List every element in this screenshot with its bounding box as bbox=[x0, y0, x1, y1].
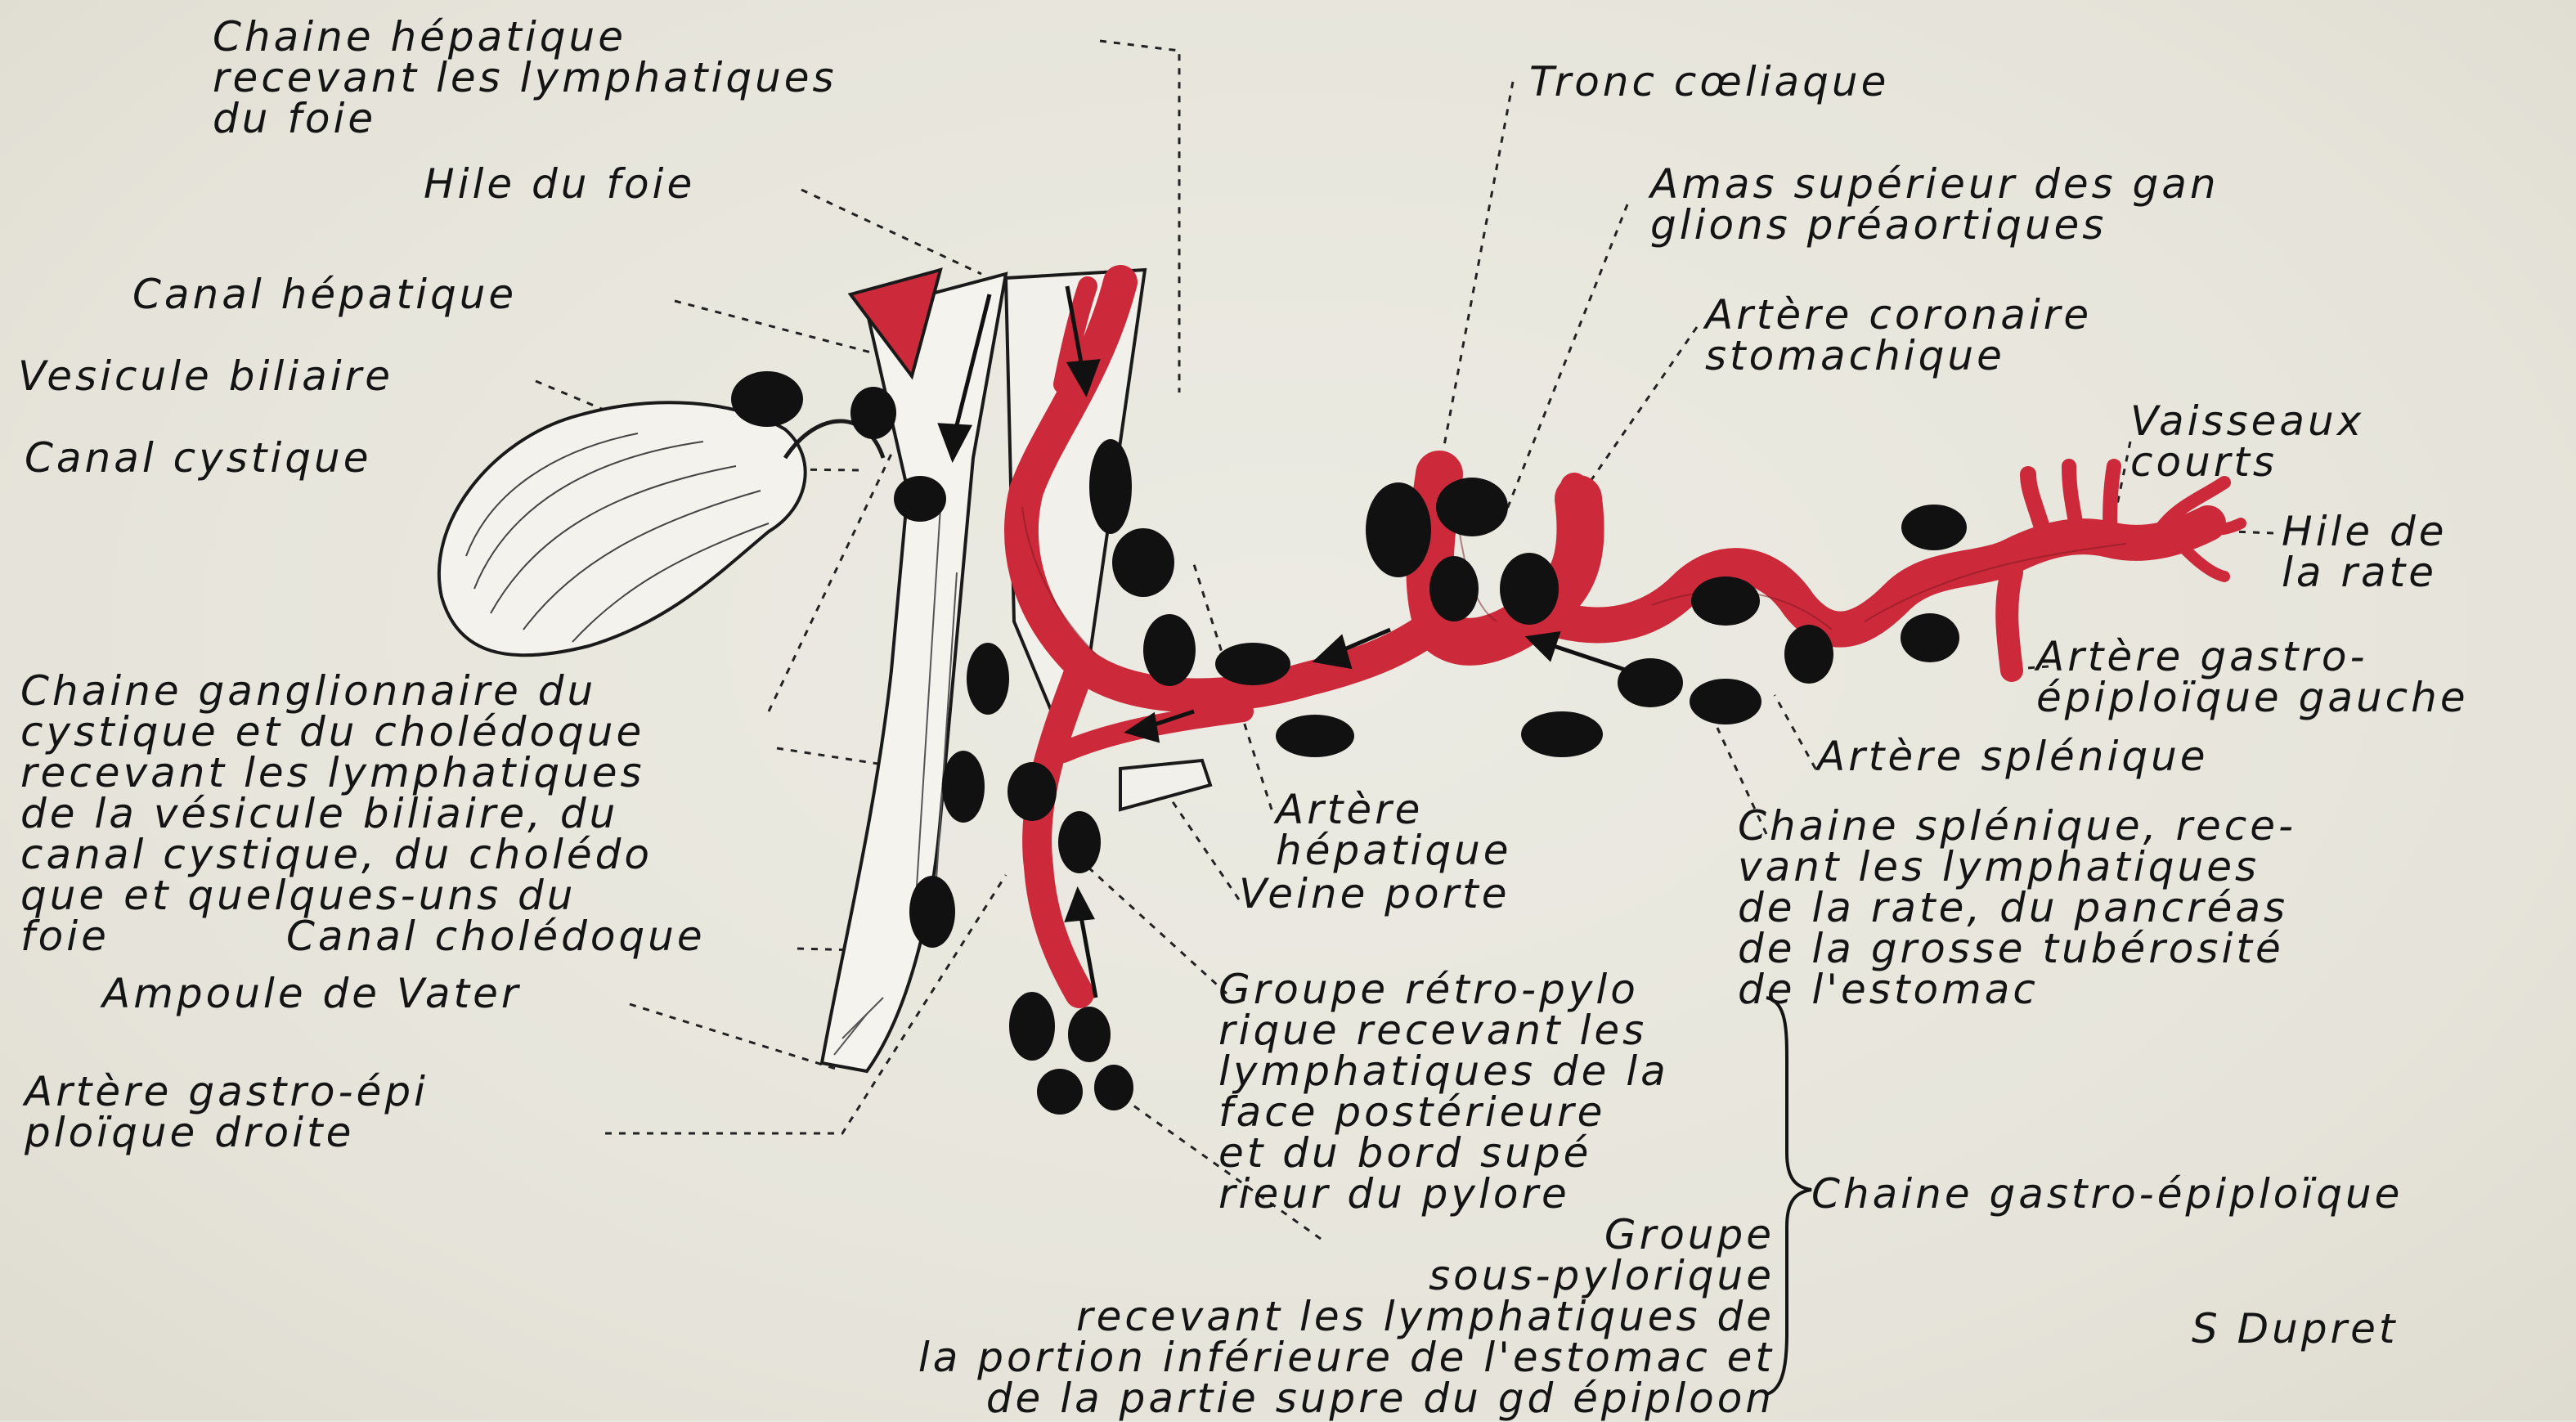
artist-signature: S Dupret bbox=[2192, 1308, 2398, 1349]
curly-brace bbox=[1766, 998, 1811, 1394]
